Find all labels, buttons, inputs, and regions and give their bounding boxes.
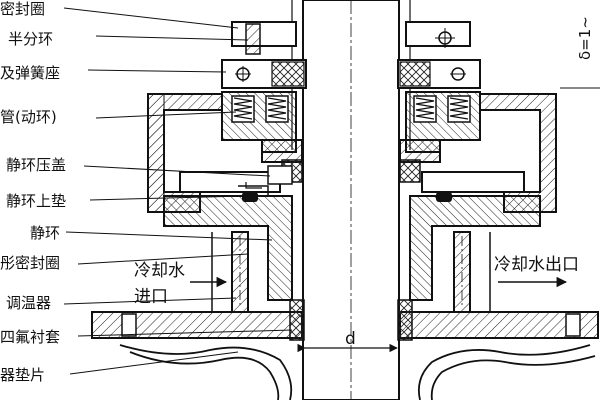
base-flange	[91, 299, 599, 341]
coolant-inlet: 冷却水 进口	[134, 261, 228, 307]
gasket	[119, 344, 596, 401]
label-ptfe-sleeve: 四氟衬套	[0, 328, 60, 346]
outlet-label: 冷却水出口	[494, 255, 579, 275]
label-o-ring: 彤密封圈	[0, 254, 60, 272]
static-ring	[163, 165, 541, 301]
dim-gap-label: δ=1~	[576, 16, 594, 60]
leader-lines	[63, 7, 293, 375]
label-half-ring: 半分环	[8, 30, 53, 48]
half-ring-collar	[231, 21, 471, 55]
dim-d-label: d	[345, 329, 356, 349]
housing-right	[479, 93, 557, 213]
inlet-label-top: 冷却水	[134, 261, 185, 281]
label-spring-seat: 及弹簧座	[0, 64, 60, 82]
gap-dim: δ=1~	[560, 16, 600, 89]
static-ring-gland	[179, 171, 525, 197]
inlet-label-bottom: 进口	[134, 287, 168, 307]
coolant-outlet: 冷却水出口	[494, 255, 579, 288]
label-thermostat: 调温器	[6, 294, 51, 312]
label-static-gland: 静环压盖	[6, 156, 66, 174]
label-gasket: 器垫片	[0, 366, 45, 384]
label-seal-ring: 密封圈	[0, 0, 45, 18]
left-labels: 密封圈 半分环 及弹簧座 管(动环) 静环压盖 静环上垫 静环 彤密封圈 调温器…	[0, 0, 66, 384]
label-static-pad: 静环上垫	[6, 192, 66, 210]
housing-left	[147, 93, 223, 213]
label-static-ring: 静环	[30, 224, 60, 242]
spring-seat	[221, 59, 481, 89]
label-moving-ring: 管(动环)	[0, 108, 57, 126]
shaft-diameter-dim: d	[297, 329, 398, 353]
